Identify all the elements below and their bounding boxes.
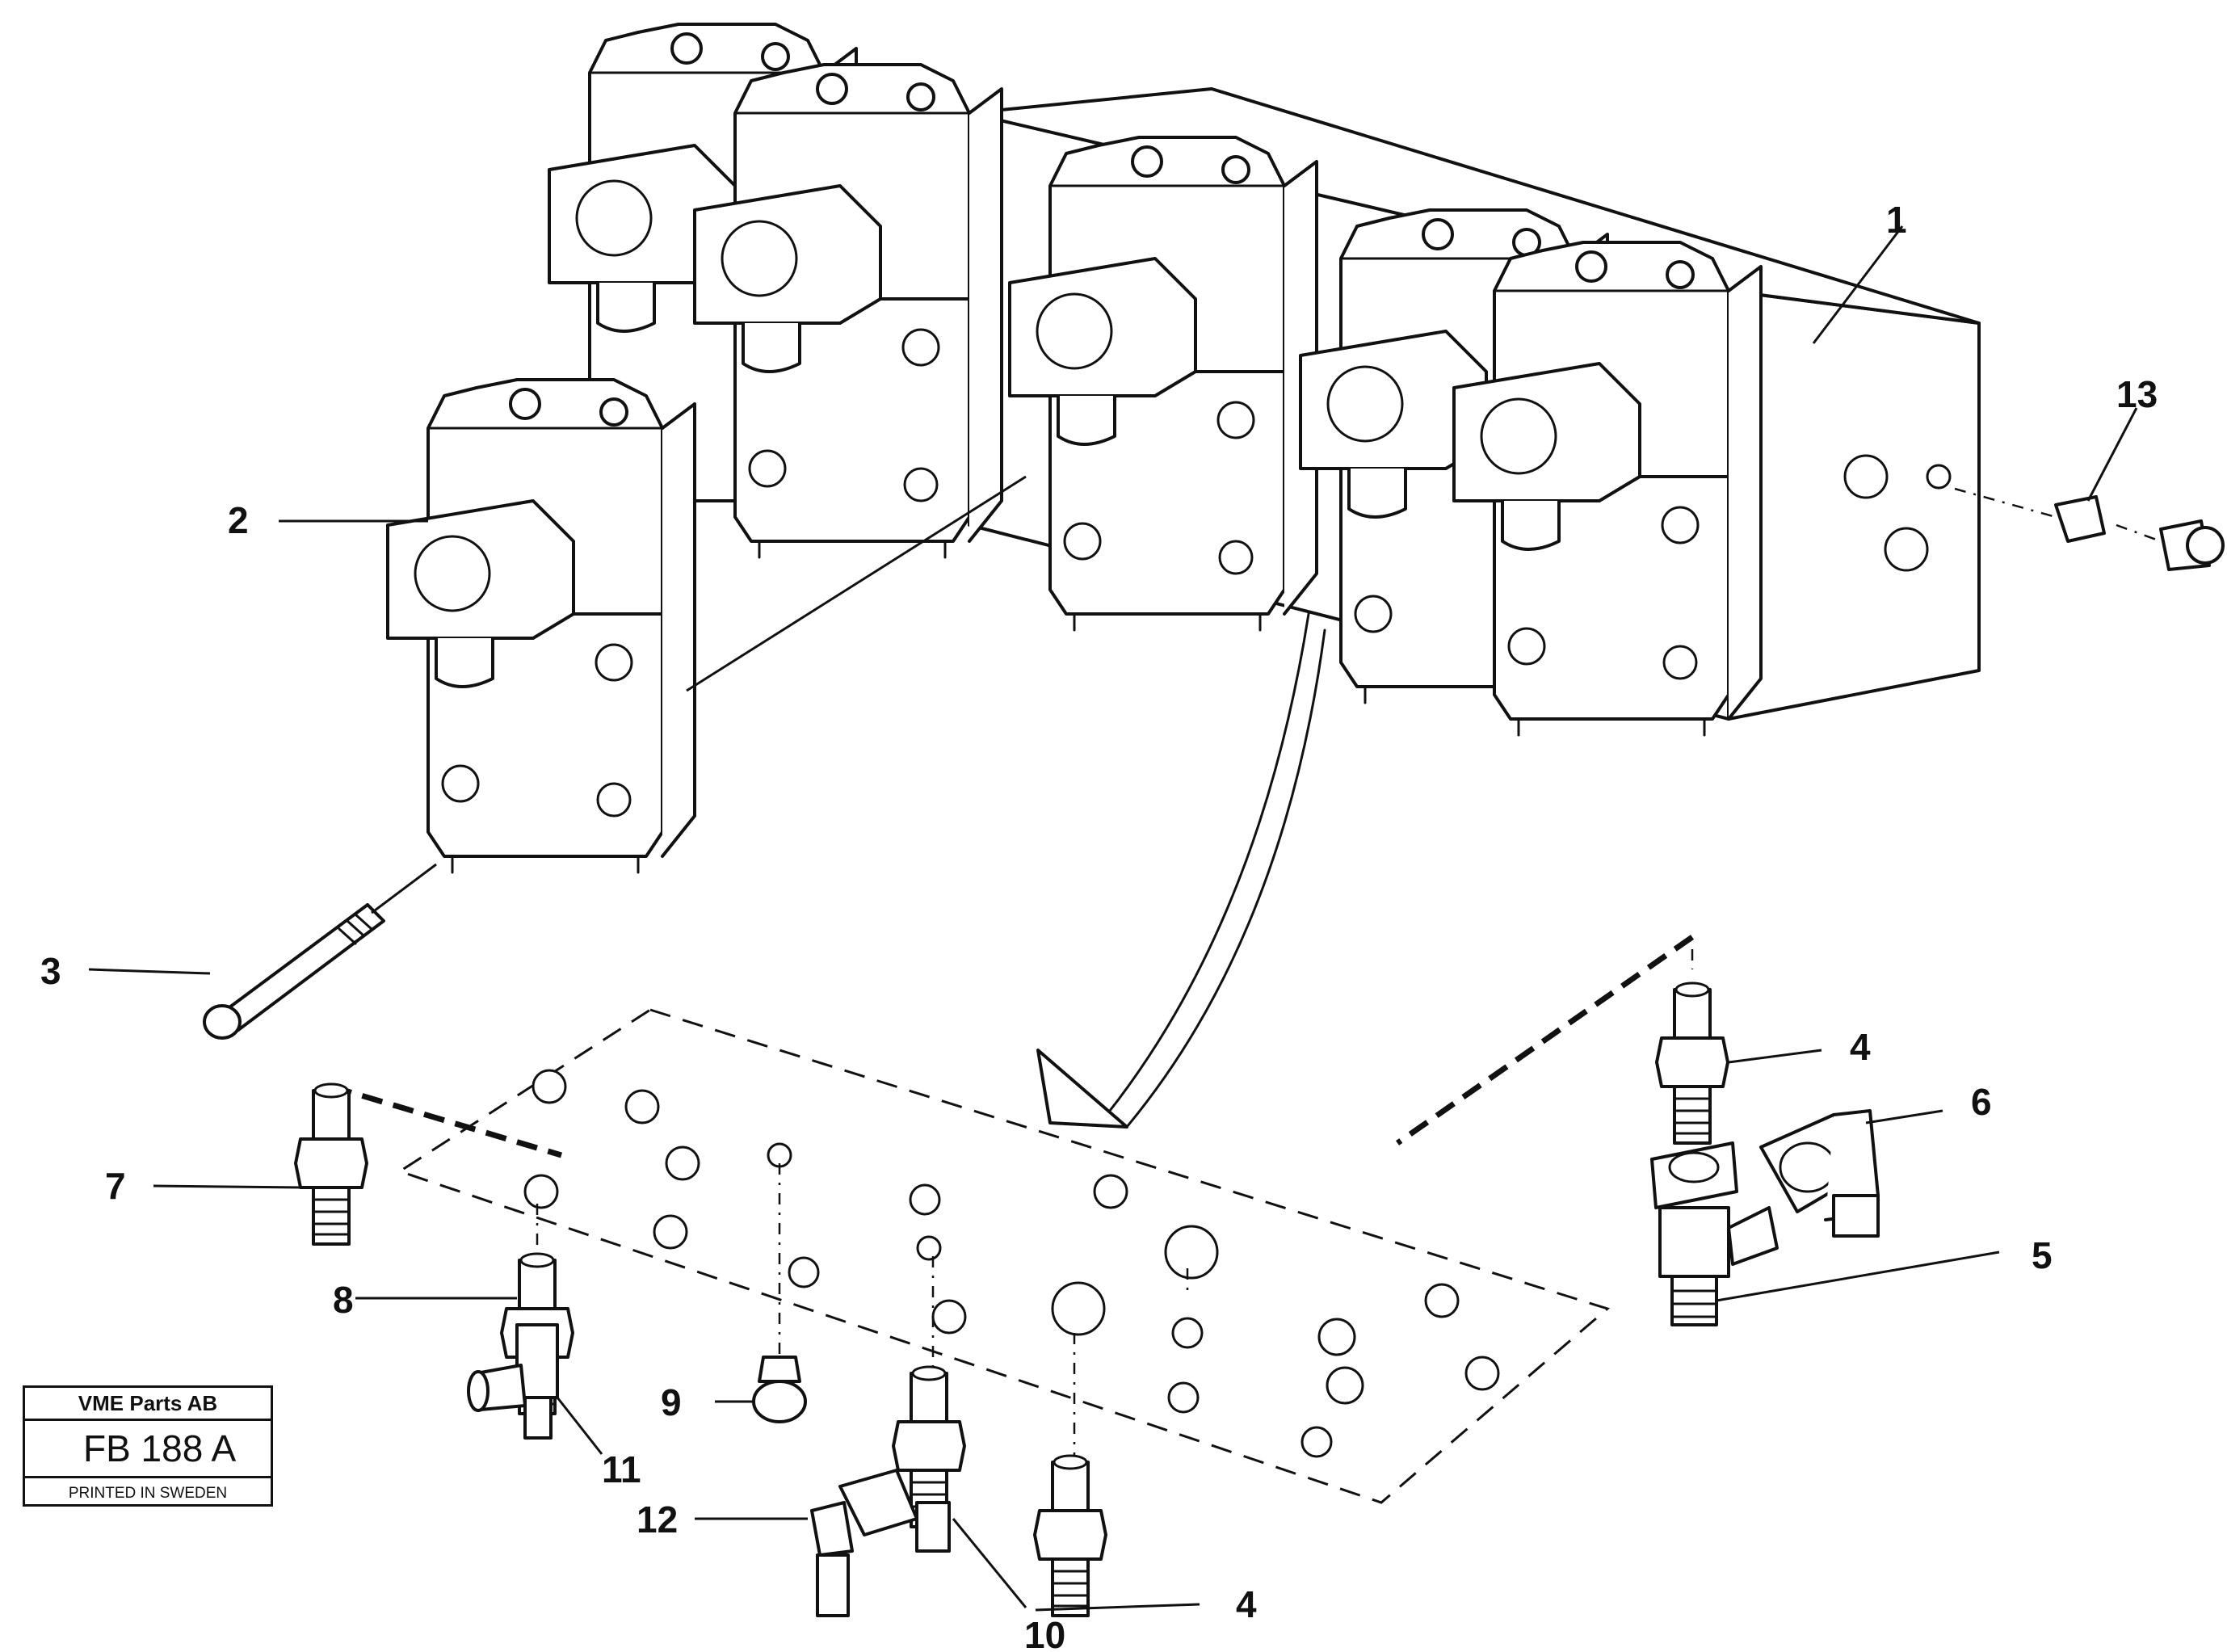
callout-4b: 4	[1236, 1583, 1257, 1625]
callout-9: 9	[661, 1381, 682, 1423]
elbow-6	[1759, 1109, 1880, 1238]
title-stamp: VME Parts AB FB 188 A PRINTED IN SWEDEN	[23, 1385, 273, 1507]
fitting-9	[752, 1356, 807, 1423]
fitting-7	[294, 1082, 368, 1246]
callouts: 1 2 3 4 4 5 6 7 8 9 10 11 12 13	[40, 199, 2158, 1652]
stamp-code: FB 188 A	[25, 1421, 271, 1478]
tee-5	[1650, 1141, 1779, 1326]
fitting-4-lower	[1033, 1454, 1107, 1617]
assembly-arrow	[1036, 612, 1326, 1129]
stamp-printed: PRINTED IN SWEDEN	[68, 1485, 228, 1502]
callout-12: 12	[637, 1499, 678, 1541]
leader-lines	[88, 225, 2138, 1612]
fitting-4-upper	[1655, 982, 1729, 1145]
callout-1: 1	[1886, 199, 1907, 241]
callout-7: 7	[105, 1165, 126, 1207]
tee-11	[467, 1323, 559, 1440]
elbow-12	[810, 1469, 951, 1617]
callout-8: 8	[333, 1279, 354, 1321]
callout-10: 10	[1024, 1614, 1065, 1652]
callout-5: 5	[2032, 1234, 2053, 1276]
mounting-plate	[397, 1008, 1611, 1504]
callout-3: 3	[40, 950, 61, 992]
plug	[1954, 487, 2225, 571]
callout-2: 2	[228, 499, 249, 541]
callout-4: 4	[1850, 1026, 1871, 1068]
callout-13: 13	[2116, 373, 2158, 415]
callout-6: 6	[1971, 1081, 1992, 1123]
callout-11: 11	[602, 1448, 641, 1490]
bolt	[203, 863, 437, 1040]
stamp-company: VME Parts AB	[25, 1388, 271, 1421]
solenoid-valve-2	[386, 378, 696, 874]
